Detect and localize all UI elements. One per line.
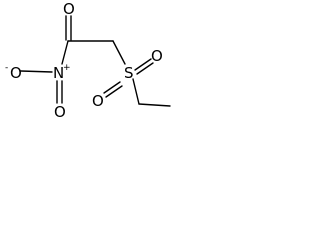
atom-carbonyl-o: O [63,0,75,18]
bonds [20,15,171,107]
bond-c-n [61,40,69,65]
molecule-structure: O N + O - O S O O [5,0,171,121]
bond-s-ethyl-1 [132,78,140,105]
atom-sulfonyl-o-bottom: O [92,92,104,110]
atom-sulfonyl-o-top: O [151,47,163,65]
bond-ch2-s [112,40,126,65]
atom-nitro-o-double: O [54,103,66,121]
atom-nitro-n: N [53,64,64,82]
bond-s-o-top-b [136,62,154,75]
atom-sulfonyl-s: S [124,64,134,82]
bond-s-o-bottom-a [103,81,121,94]
bond-s-o-bottom-b [105,85,123,98]
bond-s-o-top-a [134,58,152,71]
atom-nitro-o-minus: O [10,64,22,82]
atom-labels: O N + O - O S O O [5,0,163,121]
nitro-plus-charge: + [63,63,71,73]
nitro-minus-charge: - [5,63,8,73]
bond-ethyl-2 [138,103,171,107]
bond-n-ominus [20,70,53,73]
